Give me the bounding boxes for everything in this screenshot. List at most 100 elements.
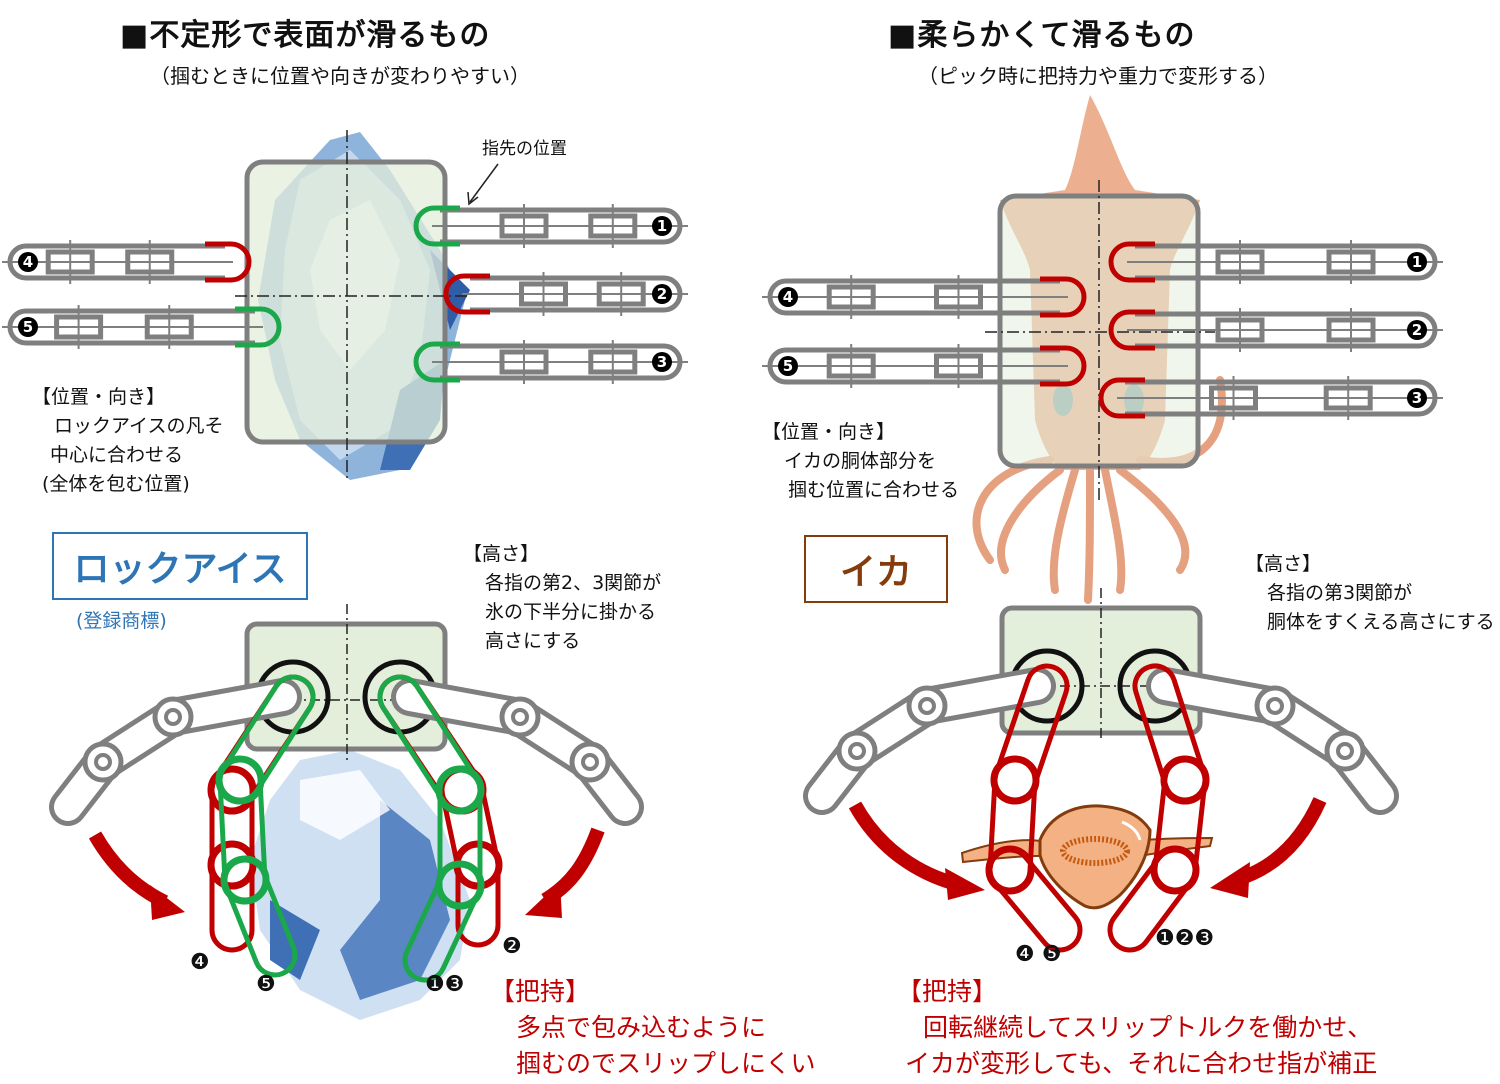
grip-note-line: 回転継続してスリップトルクを働かせ、	[923, 1013, 1373, 1042]
closed-finger-joint	[985, 845, 1035, 895]
position-note-line: (全体を包む位置)	[42, 473, 190, 495]
open-finger-joint	[906, 685, 948, 727]
finger-number-badge: 2	[1407, 320, 1427, 340]
open-finger-pin	[848, 742, 866, 760]
finger-number-badge: 4	[18, 252, 38, 272]
grip-note-line: 多点で包み込むように	[516, 1013, 767, 1042]
badge-circle	[1407, 252, 1427, 272]
trademark-note: (登録商標)	[76, 610, 167, 632]
right-position-note: 【位置・向き】 イカの胴体部分を 掴む位置に合わせる	[762, 418, 959, 505]
finger-3: 3	[413, 340, 688, 384]
badge-number: 1	[1412, 253, 1422, 271]
grip-note-heading: 【把持】	[490, 977, 591, 1006]
left-position-note: 【位置・向き】 ロックアイスの凡そ 中心に合わせる (全体を包む位置)	[32, 383, 223, 499]
fingertip-marker	[1098, 377, 1145, 419]
height-note-heading: 【高さ】	[1245, 553, 1322, 575]
badge-number: 3	[1412, 389, 1422, 407]
closed-finger-joint	[435, 765, 485, 815]
open-finger-joint	[1254, 685, 1296, 727]
open-finger-pin	[918, 697, 936, 715]
badge-number: 2	[657, 285, 667, 303]
finger-label-1-2-3: ❶❷❸	[1155, 926, 1215, 951]
badge-circle	[778, 356, 798, 376]
finger-4: 4	[762, 275, 1087, 319]
height-note-line: 氷の下半分に掛かる	[485, 601, 657, 623]
finger-4: 4	[2, 240, 252, 284]
fingertip-marker	[1040, 345, 1087, 387]
right-height-note: 【高さ】 各指の第3関節が 胴体をすくえる高さにする	[1245, 550, 1495, 637]
finger-number-badge: 2	[652, 284, 672, 304]
palm-plate	[244, 159, 448, 445]
finger-5: 5	[2, 305, 282, 349]
finger-number-badge: 3	[1407, 388, 1427, 408]
fingertip-marker	[413, 205, 460, 247]
finger-number-badge: 5	[18, 317, 38, 337]
badge-number: 2	[1412, 321, 1422, 339]
finger-1: 1	[413, 204, 688, 248]
badge-circle	[1407, 388, 1427, 408]
fingertip-marker	[1108, 241, 1155, 283]
closed-finger-joint	[207, 840, 257, 890]
open-finger-pin	[164, 708, 182, 726]
position-note-heading: 【位置・向き】	[32, 386, 166, 408]
position-note-heading: 【位置・向き】	[762, 421, 896, 443]
badge-number: 4	[23, 253, 33, 271]
badge-number: 5	[783, 357, 793, 375]
fingertip-marker	[205, 241, 252, 283]
grip-note-line: イカが変形しても、それに合わせ指が補正	[905, 1049, 1378, 1078]
right-subtitle: （ピック時に把持力や重力で変形する）	[918, 64, 1278, 88]
arrow-head	[525, 882, 562, 918]
fingertip-marker	[1108, 309, 1155, 351]
closed-finger-joint	[435, 860, 485, 910]
badge-circle	[18, 252, 38, 272]
position-note-line: 中心に合わせる	[50, 444, 184, 466]
finger-label-5: ❺	[256, 972, 276, 997]
open-finger-pin	[581, 753, 599, 771]
left-height-note: 【高さ】 各指の第2、3関節が 氷の下半分に掛かる 高さにする	[463, 540, 661, 656]
fingertip-marker	[235, 306, 282, 348]
finger-2: 2	[1108, 308, 1443, 352]
badge-number: 3	[657, 353, 667, 371]
closed-finger-joint	[990, 755, 1040, 805]
finger-1: 1	[1108, 240, 1443, 284]
height-note-line: 各指の第3関節が	[1267, 582, 1413, 604]
finger-number-badge: 1	[1407, 252, 1427, 272]
finger-label-2: ❷	[502, 934, 522, 959]
badge-number: 1	[657, 217, 667, 235]
height-note-heading: 【高さ】	[463, 543, 540, 565]
right-title: ■柔らかくて滑るもの	[888, 18, 1196, 53]
closed-finger-link	[987, 757, 1038, 893]
badge-number: 4	[783, 288, 793, 306]
arrow-head	[150, 885, 185, 920]
finger-label-4: ❹	[190, 950, 210, 975]
height-note-line: 高さにする	[485, 630, 581, 652]
open-finger-pin	[511, 708, 529, 726]
callout-arrow	[469, 163, 499, 203]
finger-label-4-5: ❹ ❺	[1015, 942, 1062, 967]
open-finger-pin	[94, 753, 112, 771]
closed-finger-joint	[220, 855, 270, 905]
open-finger-joint	[499, 696, 541, 738]
open-finger-joint	[152, 696, 194, 738]
badge-circle	[652, 352, 672, 372]
open-finger-pin	[1266, 697, 1284, 715]
closed-finger-joint	[215, 755, 265, 805]
grip-note-heading: 【把持】	[897, 977, 998, 1006]
finger-3: 3	[1098, 376, 1443, 420]
badge-number: 5	[23, 318, 33, 336]
position-note-line: イカの胴体部分を	[784, 450, 937, 472]
fingertip-marker	[1040, 276, 1087, 318]
open-finger-joint	[836, 730, 878, 772]
arrow-head	[1210, 862, 1250, 898]
finger-2: 2	[443, 272, 688, 316]
badge-circle	[18, 317, 38, 337]
finger-number-badge: 5	[778, 356, 798, 376]
position-note-line: ロックアイスの凡そ	[54, 415, 224, 437]
badge-circle	[652, 284, 672, 304]
rock-ice-label: ロックアイス	[52, 532, 308, 600]
badge-circle	[1407, 320, 1427, 340]
fingertip-marker	[443, 273, 490, 315]
